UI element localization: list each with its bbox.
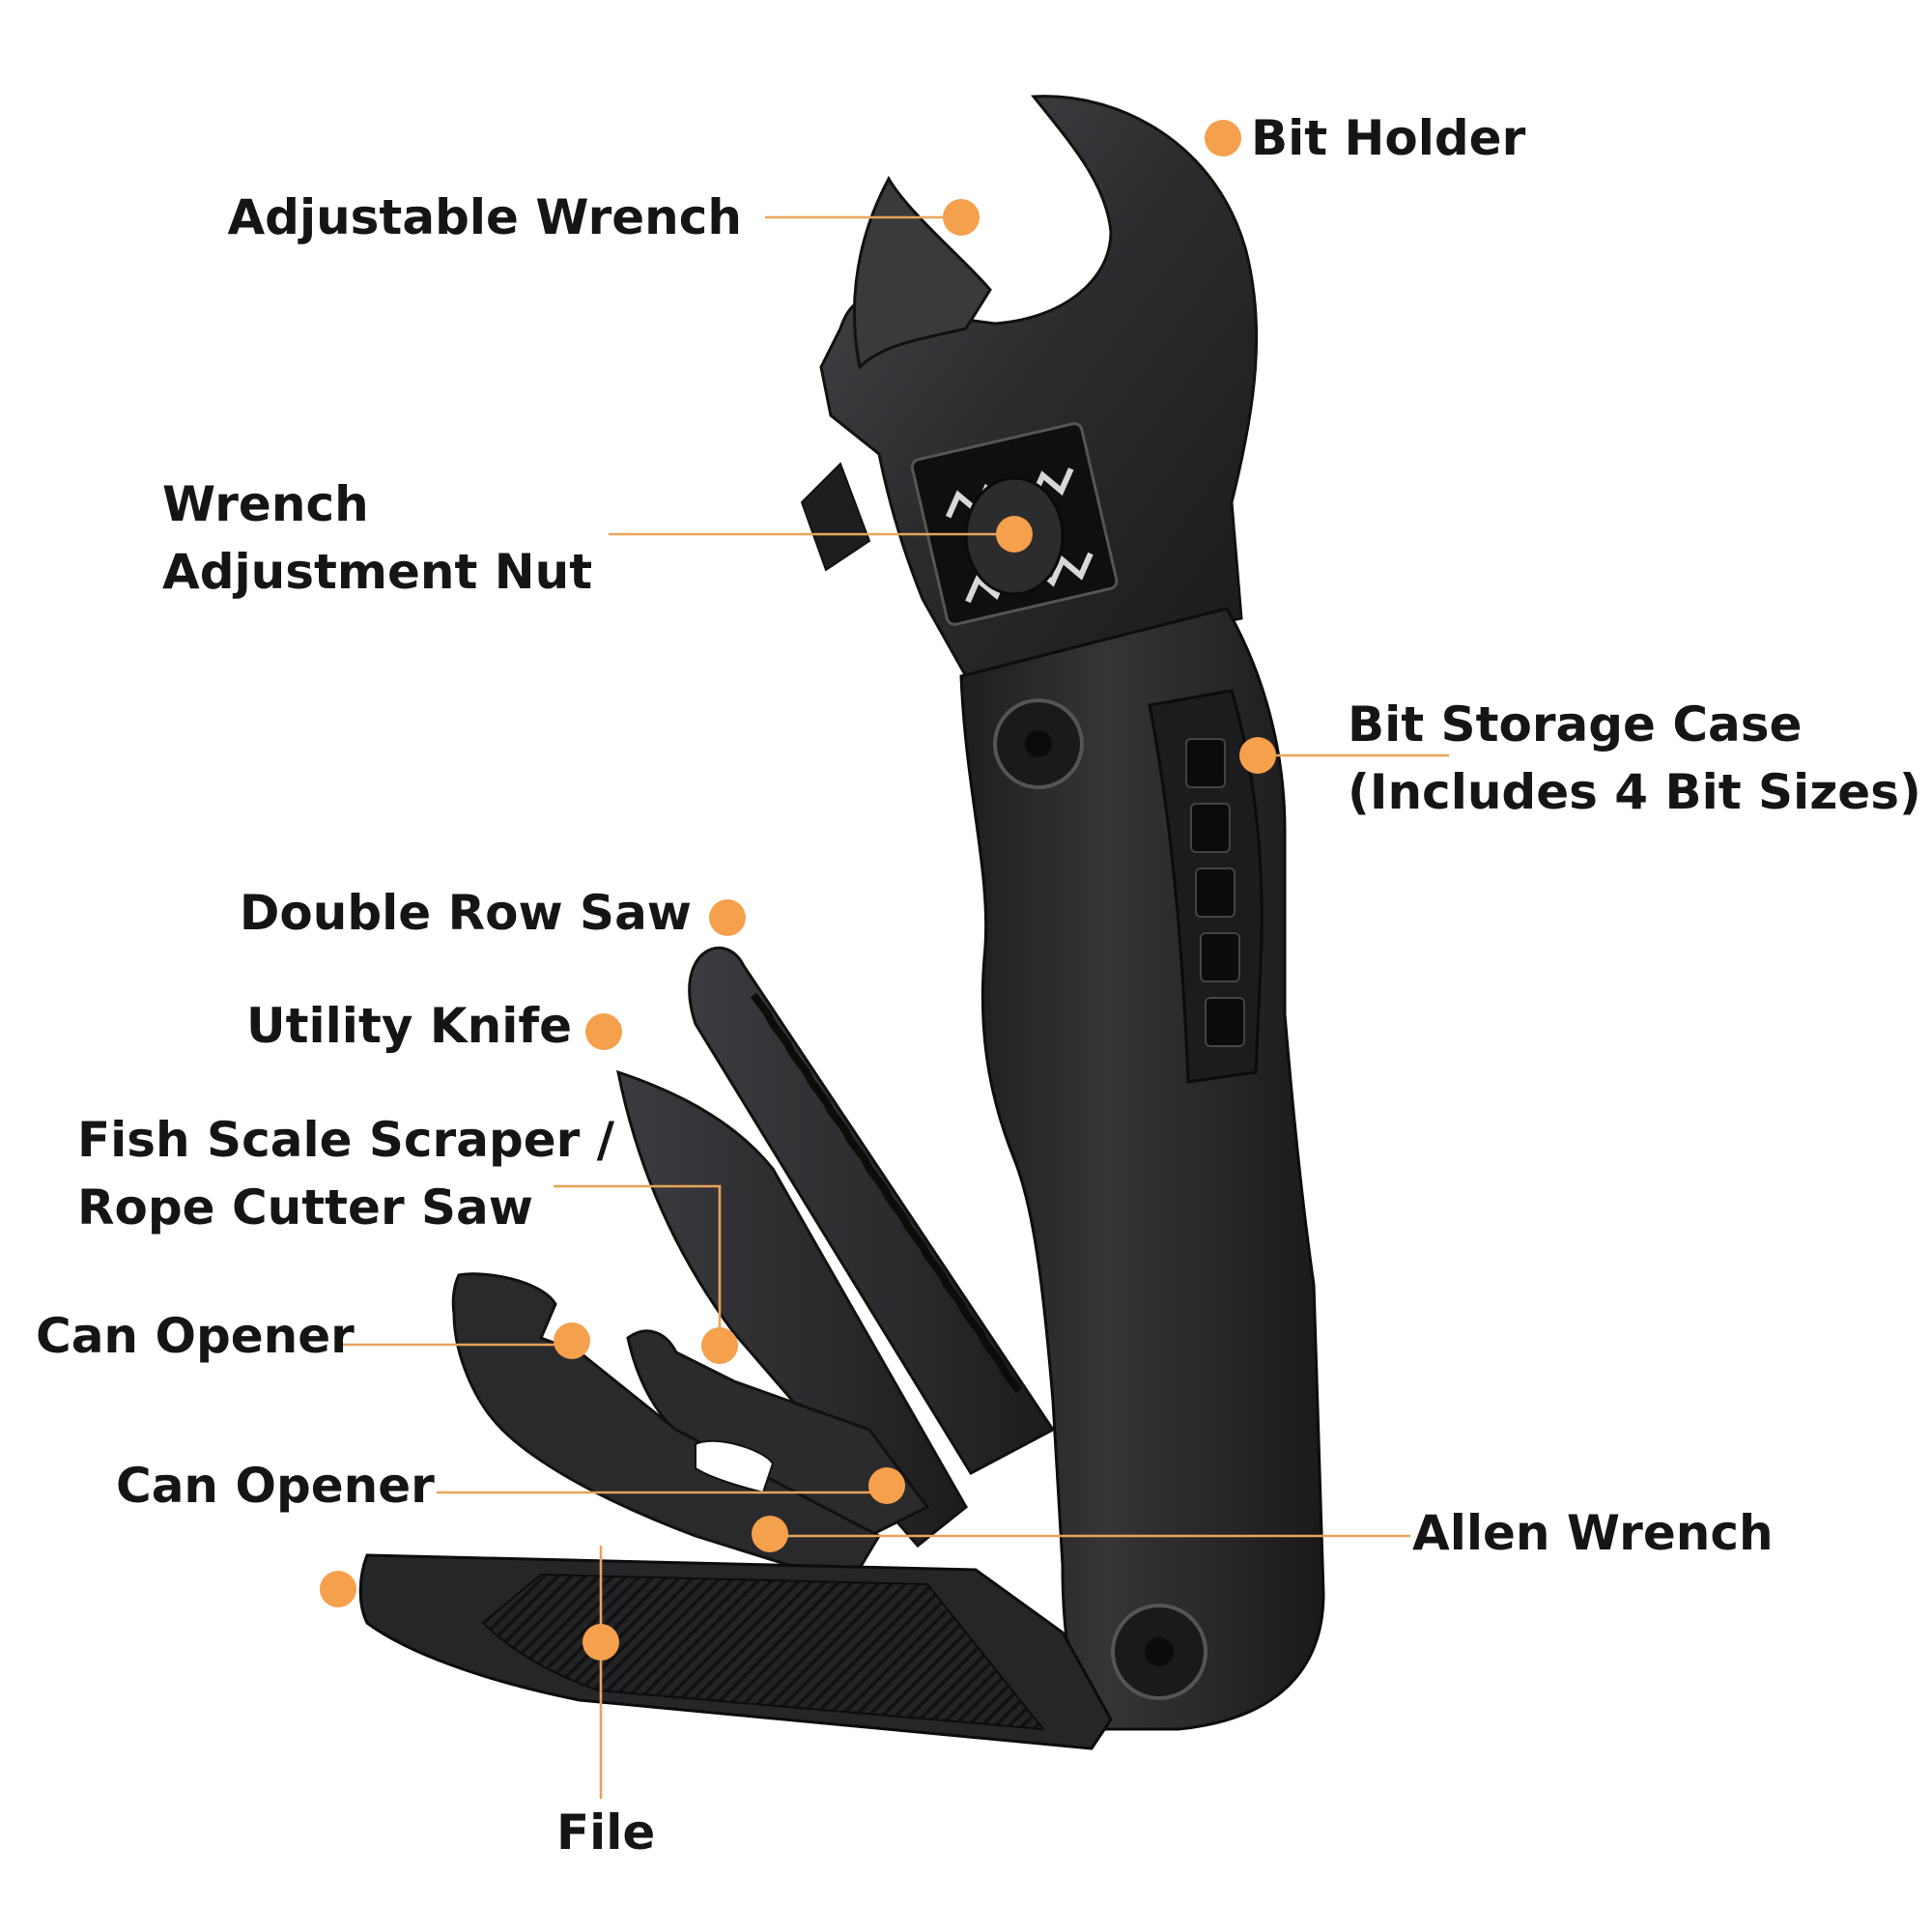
dot-utility-knife xyxy=(585,1013,622,1050)
label-adjustable-wrench: Adjustable Wrench xyxy=(227,189,742,245)
wrench-adjustment-nut xyxy=(910,422,1119,626)
label-wrench-adjustment-nut-line2: Adjustment Nut xyxy=(162,544,593,600)
dot-can-opener-upper xyxy=(554,1322,590,1359)
dot-allen-wrench xyxy=(752,1516,788,1552)
dot-file xyxy=(582,1624,619,1661)
dot-file-tip xyxy=(320,1571,356,1607)
bit-storage-slots xyxy=(1185,738,1245,1047)
label-double-row-saw: Double Row Saw xyxy=(239,885,692,941)
dot-bit-storage xyxy=(1239,737,1276,774)
label-utility-knife: Utility Knife xyxy=(246,998,572,1054)
dot-adjustment-nut xyxy=(996,516,1033,553)
utility-knife xyxy=(616,1069,968,1548)
dot-adjustable-wrench xyxy=(943,199,980,236)
dot-can-opener-lower xyxy=(868,1467,905,1504)
label-wrench-adjustment-nut-line1: Wrench xyxy=(162,476,369,532)
label-fish-scale-scraper: Fish Scale Scraper / Rope Cutter Saw xyxy=(77,1106,614,1241)
tool-handle xyxy=(959,607,1325,1731)
label-file: File xyxy=(556,1804,656,1861)
double-row-saw xyxy=(688,946,1056,1475)
label-bit-holder: Bit Holder xyxy=(1251,110,1526,166)
dot-double-row-saw xyxy=(709,899,746,936)
callout-dots xyxy=(320,120,1276,1661)
label-bit-storage-case-line2: (Includes 4 Bit Sizes) xyxy=(1348,764,1921,820)
file-blade xyxy=(358,1553,1113,1750)
dot-bit-holder xyxy=(1205,120,1241,156)
label-bit-storage-case: Bit Storage Case (Includes 4 Bit Sizes) xyxy=(1348,691,1921,826)
dot-fish-scale xyxy=(701,1327,738,1364)
label-fish-scale-scraper-line2: Rope Cutter Saw xyxy=(77,1179,533,1236)
label-fish-scale-scraper-line1: Fish Scale Scraper / xyxy=(77,1112,614,1168)
label-can-opener-lower: Can Opener xyxy=(116,1458,435,1514)
label-wrench-adjustment-nut: Wrench Adjustment Nut xyxy=(162,470,592,606)
label-allen-wrench: Allen Wrench xyxy=(1412,1505,1774,1561)
label-can-opener-upper: Can Opener xyxy=(36,1308,355,1364)
leader-lines xyxy=(338,215,1449,1799)
label-bit-storage-case-line1: Bit Storage Case xyxy=(1348,696,1803,753)
